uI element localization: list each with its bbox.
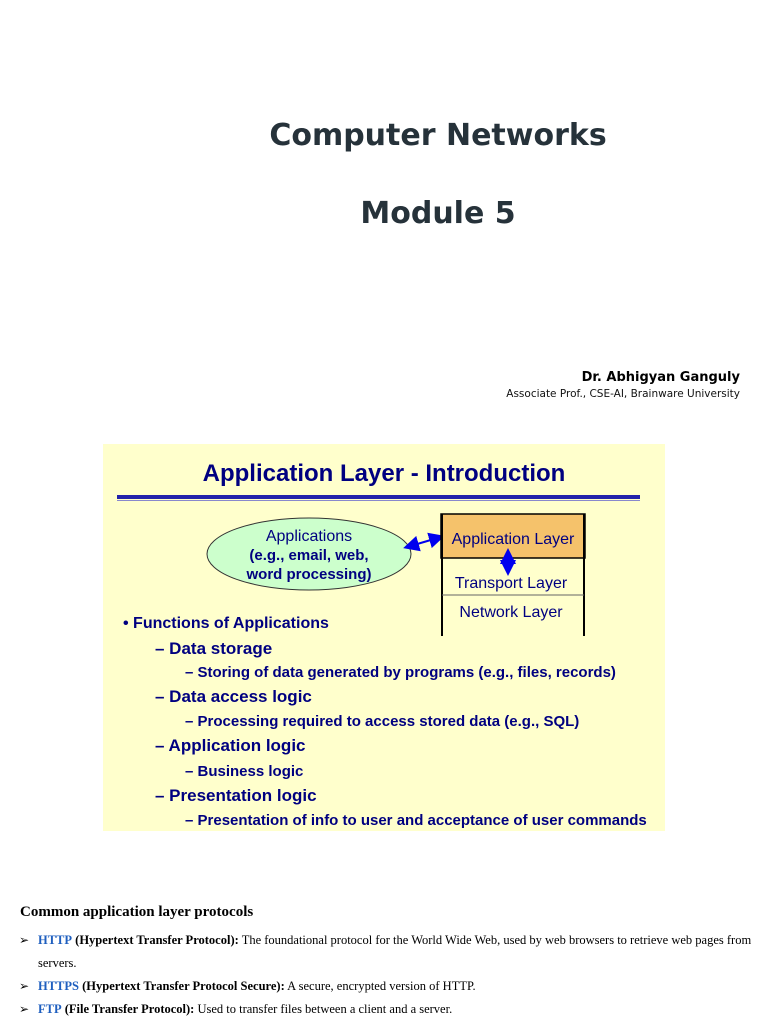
protocols-list: ➢ HTTP (Hypertext Transfer Protocol): Th… (19, 929, 755, 1021)
functions-heading: • Functions of Applications (123, 615, 329, 632)
applications-bubble (206, 517, 412, 591)
slide-title: Application Layer - Introduction (202, 460, 566, 487)
applications-bubble-line-2: (e.g., email, web, (249, 547, 368, 564)
protocol-description: A secure, encrypted version of HTTP. (287, 979, 476, 993)
slide-title-rule-thin (117, 500, 640, 501)
protocols-heading: Common application layer protocols (20, 904, 254, 920)
arrow-bullet-icon: ➢ (19, 1002, 30, 1016)
applications-bubble-line-1: Applications (266, 528, 352, 545)
function-presentation-logic: – Presentation logic (155, 786, 317, 805)
author-name: Dr. Abhigyan Ganguly (581, 370, 740, 385)
arrow-bullet-icon: ➢ (19, 933, 30, 947)
function-application-logic-detail: – Business logic (185, 763, 304, 780)
protocol-description: The foundational protocol for the World … (38, 933, 752, 970)
protocol-full-name: (Hypertext Transfer Protocol Secure): (82, 979, 285, 993)
protocol-name[interactable]: FTP (38, 1002, 62, 1016)
protocol-item-http: ➢ HTTP (Hypertext Transfer Protocol): Th… (19, 929, 755, 975)
function-data-storage-detail: – Storing of data generated by programs … (185, 664, 616, 681)
applications-bubble-line-3: word processing) (245, 566, 371, 583)
protocol-description: Used to transfer files between a client … (197, 1002, 453, 1016)
module-title: Module 5 (360, 196, 516, 231)
author-role: Associate Prof., CSE-AI, Brainware Unive… (506, 388, 740, 400)
bubble-to-layer-arrow (403, 532, 445, 552)
function-data-access-detail: – Processing required to access stored d… (185, 713, 580, 730)
function-presentation-logic-detail: – Presentation of info to user and accep… (185, 812, 647, 829)
slide-image: Application Layer - Introduction Applica… (103, 444, 665, 831)
layer-diagram: Applications (e.g., email, web, word pro… (206, 513, 586, 636)
network-layer-label: Network Layer (459, 604, 563, 621)
protocol-item-https: ➢ HTTPS (Hypertext Transfer Protocol Sec… (19, 975, 755, 998)
slide-title-rule (117, 495, 640, 499)
function-application-logic: – Application logic (155, 736, 306, 755)
protocol-name[interactable]: HTTPS (38, 979, 79, 993)
transport-layer-label: Transport Layer (455, 575, 568, 592)
protocol-item-ftp: ➢ FTP (File Transfer Protocol): Used to … (19, 998, 755, 1021)
function-data-storage: – Data storage (155, 639, 273, 658)
function-data-access-logic: – Data access logic (155, 687, 312, 706)
protocol-full-name: (File Transfer Protocol): (64, 1002, 195, 1016)
protocols-section: Common application layer protocols ➢ HTT… (19, 904, 755, 1021)
document-title: Computer Networks (269, 118, 607, 153)
protocol-full-name: (Hypertext Transfer Protocol): (75, 933, 239, 947)
protocol-name[interactable]: HTTP (38, 933, 73, 947)
application-layer-label: Application Layer (452, 531, 575, 548)
arrow-bullet-icon: ➢ (19, 979, 30, 993)
